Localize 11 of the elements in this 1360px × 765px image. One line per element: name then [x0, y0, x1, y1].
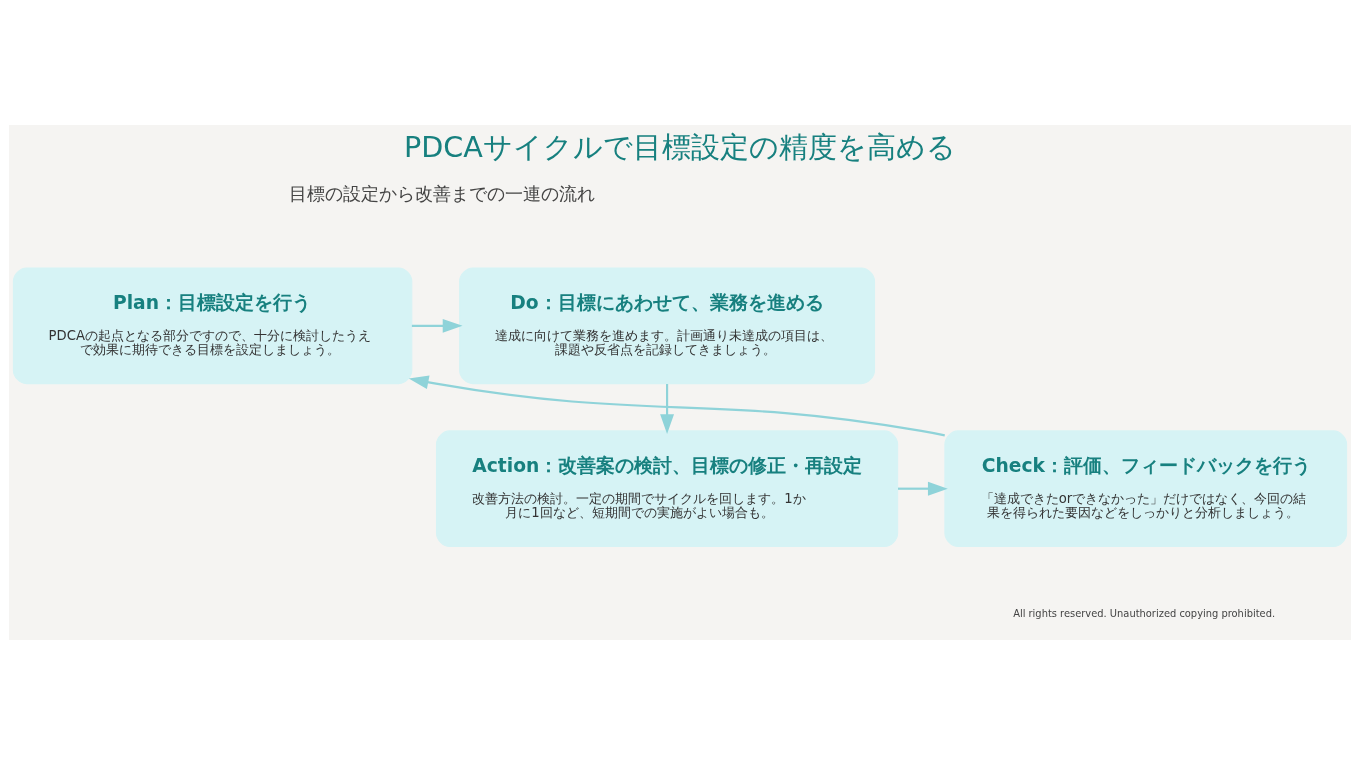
diagram-title: PDCAサイクルで目標設定の精度を高める	[404, 129, 956, 164]
arrow	[660, 384, 674, 434]
node-box: Do：目標にあわせて、業務を進める 達成に向けて業務を進めます。計画通り未達成の項目は、課題や反省点を記録してきましょう。	[459, 267, 876, 385]
node-box: Action：改善案の検討、目標の修正・再設定 改善方法の検討。一定の期間でサイクルを回します。1か月に1回など、短期間での実施がよい場合も。	[435, 430, 899, 547]
node-box: Plan：目標設定を行う PDCAの起点となる部分ですので、十分に検討したうえで効果に期待できる目標を設定しましょう。	[12, 267, 413, 385]
label: 目標の設定から改善までの一連の流れ	[288, 183, 595, 204]
label: All rights reserved. Unauthorized copying prohibited.	[1013, 608, 1276, 620]
arrow	[408, 375, 945, 437]
arrow	[411, 318, 463, 333]
node-box: Check：評価、フィードバックを行う 「達成できたorできなかった」だけではなく、今回の結果を得られた要因などをしっかりと分析しましょう。	[944, 430, 1348, 547]
arrow	[898, 481, 948, 496]
